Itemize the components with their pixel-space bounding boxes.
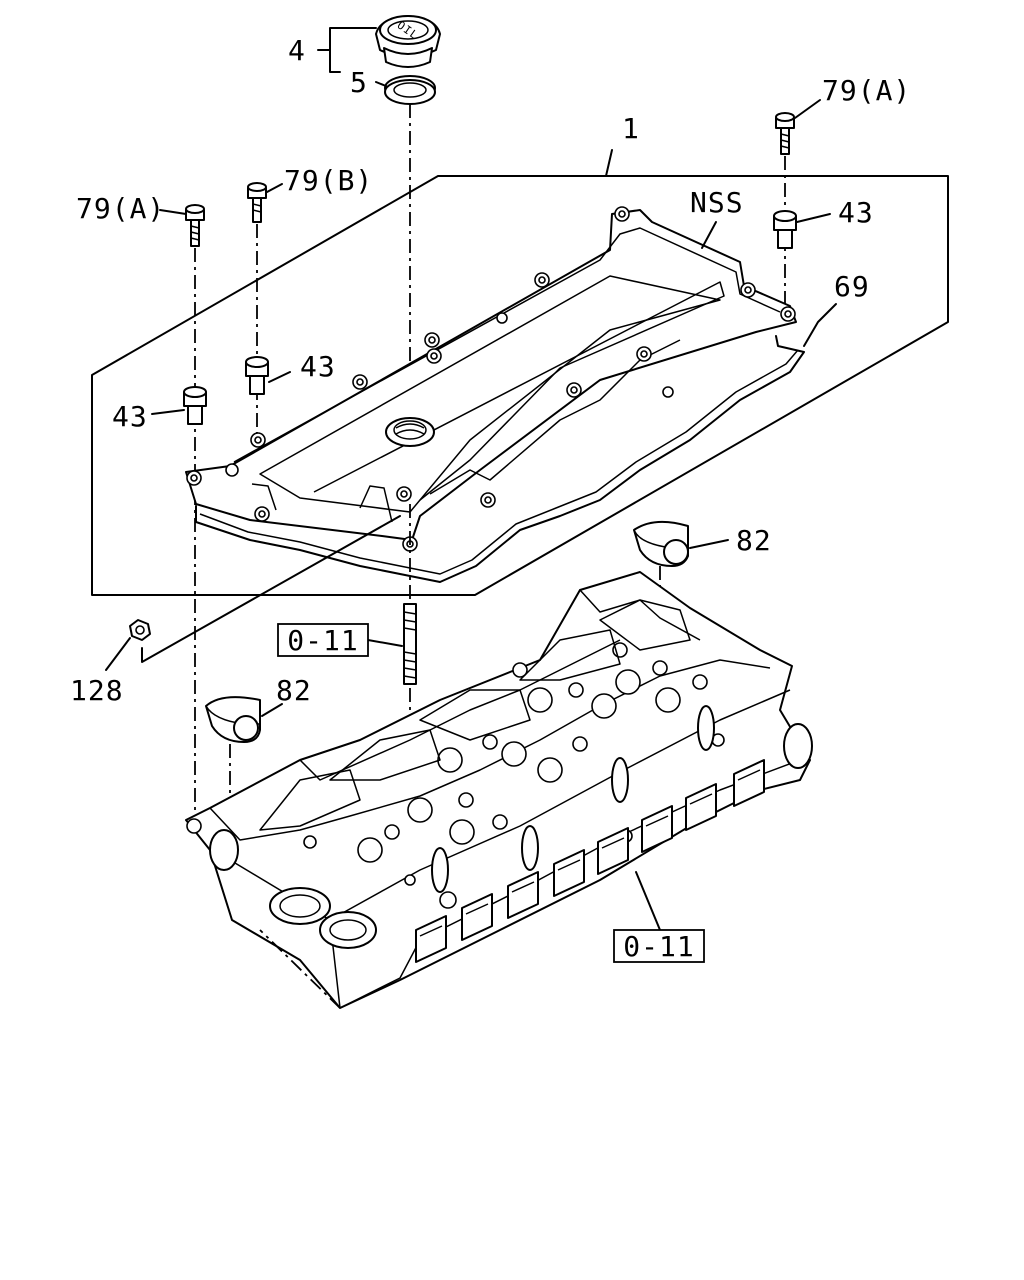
collar-43-right — [773, 210, 797, 249]
leader-1 — [605, 149, 613, 177]
leader-nss — [701, 221, 717, 249]
callout-79a-left: 79(A) — [76, 192, 165, 225]
bolt-79a-left — [185, 204, 205, 247]
leader-79a-left — [159, 209, 187, 215]
collar-43-left — [183, 386, 207, 425]
callout-4: 4 — [288, 34, 306, 67]
leader-79b — [266, 183, 283, 193]
leader-ref-lower — [635, 871, 661, 931]
leader-ref-upper — [367, 639, 403, 647]
ref-label-upper[interactable]: 0-11 — [287, 624, 358, 657]
assembly-outline — [91, 175, 949, 596]
centerline-lower-ext — [259, 929, 341, 1009]
leader-43-left — [151, 409, 185, 415]
callout-nss: NSS — [690, 186, 744, 219]
callout-128: 128 — [70, 674, 124, 707]
leader-128 — [105, 637, 131, 671]
bolt-79b — [247, 182, 267, 223]
plug-82-left — [205, 696, 261, 743]
oil-filler-seal — [384, 75, 436, 105]
callout-43-mid: 43 — [300, 350, 336, 383]
stud-bolt — [403, 603, 417, 685]
callout-82-right: 82 — [736, 524, 772, 557]
callout-79b: 79(B) — [284, 164, 373, 197]
leader-82-left — [261, 703, 283, 717]
cover-gasket — [195, 335, 805, 583]
callout-43-right: 43 — [838, 196, 874, 229]
leader-43-right — [796, 213, 831, 223]
cylinder-head — [185, 571, 813, 1009]
leader-82-right — [689, 539, 729, 549]
leader-79a-right — [794, 99, 821, 119]
cylinder-head-cover — [185, 206, 797, 552]
callout-1: 1 — [622, 112, 640, 145]
bolt-79a-right — [775, 112, 795, 155]
ref-box-upper[interactable] — [277, 623, 369, 657]
leader-5 — [375, 81, 387, 87]
nut-128 — [129, 619, 151, 641]
callout-79a-right: 79(A) — [822, 74, 911, 107]
ref-label-lower[interactable]: 0-11 — [623, 930, 694, 963]
ref-box-lower[interactable] — [613, 929, 705, 963]
callout-69: 69 — [834, 270, 870, 303]
callout-5: 5 — [350, 66, 368, 99]
collar-43-mid — [245, 356, 269, 395]
oil-filler-cap: OIL — [375, 15, 441, 68]
leader-43-mid — [268, 371, 291, 383]
callout-43-left: 43 — [112, 400, 148, 433]
plug-82-right — [633, 520, 689, 567]
callout-82-left: 82 — [276, 674, 312, 707]
leader-69 — [803, 303, 837, 347]
centerline-128 — [141, 515, 401, 663]
